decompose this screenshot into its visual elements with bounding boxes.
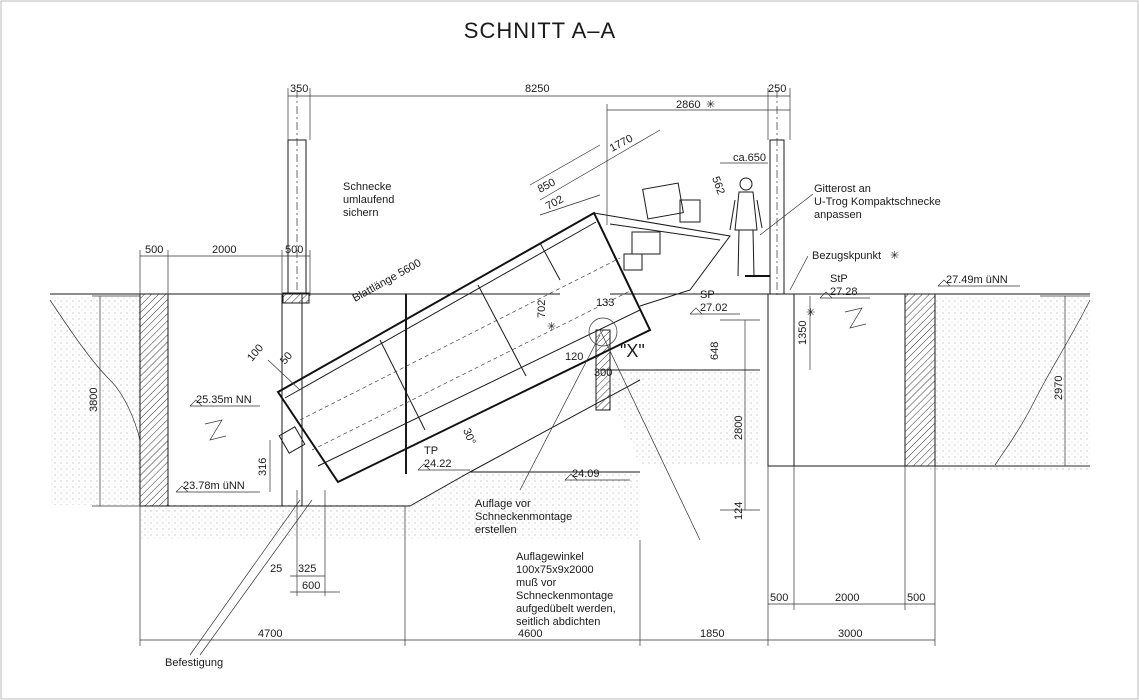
dim-562: 562: [709, 175, 727, 196]
note-schnecke-1: Schnecke: [343, 181, 391, 193]
note-schnecke-2: umlaufend: [343, 194, 394, 206]
dim-left-2000: 2000: [212, 244, 236, 256]
support-block: [595, 329, 611, 411]
dim-8250: 8250: [525, 83, 549, 95]
top-dimension-lines: [139, 88, 791, 391]
dim-1350: 1350: [797, 321, 809, 345]
svg-text:✳: ✳: [547, 321, 556, 333]
pit-wall-3: [405, 294, 407, 474]
note-winkel-3: muß vor: [516, 577, 557, 589]
level-2535: 25.35m NN: [196, 394, 252, 406]
blade-length: Blattlänge 5600: [351, 257, 424, 305]
svg-text:✳: ✳: [806, 307, 815, 319]
dim-right-500a: 500: [770, 592, 788, 604]
dim-3800: 3800: [88, 388, 100, 412]
notes: Schnecke umlaufend sichern Gitterost an …: [165, 181, 941, 669]
note-auflage-1: Auflage vor: [475, 498, 531, 510]
right-pit-wall: [904, 293, 936, 467]
bottom-dimension-lines: [139, 466, 936, 656]
note-auflage-2: Schneckenmontage: [475, 511, 572, 523]
note-winkel-5: aufgedübelt werden,: [516, 603, 616, 615]
level-labels: 25.35m NN 23.78m üNN TP 24.22 24.09 SP 2…: [183, 273, 1008, 492]
tp-label: TP: [424, 445, 438, 457]
dim-350: 350: [290, 83, 308, 95]
note-winkel-4: Schneckenmontage: [516, 590, 613, 602]
dim-2800: 2800: [733, 416, 745, 440]
tp-value: 24.22: [424, 458, 452, 470]
dim-right-2000: 2000: [835, 592, 859, 604]
dim-133: 133: [596, 297, 614, 309]
dim-left-500a: 500: [145, 244, 163, 256]
note-bezugspunkt: Bezugskpunkt: [812, 250, 881, 262]
level-2378: 23.78m üNN: [183, 480, 245, 492]
dim-250: 250: [768, 83, 786, 95]
sp-label: SP: [700, 289, 715, 301]
leader-lines: [519, 193, 814, 541]
dim-3000: 3000: [838, 628, 862, 640]
note-winkel-2: 100x75x9x2000: [516, 564, 594, 576]
note-auflage-3: erstellen: [475, 524, 517, 536]
level-2749: 27.49m üNN: [946, 274, 1008, 286]
note-gitterrost-1: Gitterost an: [814, 183, 871, 195]
dim-124: 124: [733, 502, 745, 520]
dim-1850: 1850: [700, 628, 724, 640]
dim-850: 850: [536, 176, 558, 195]
drawing-title: SCHNITT A–A: [464, 18, 616, 43]
dim-600: 600: [302, 580, 320, 592]
sp-value: 27.02: [700, 302, 728, 314]
dim-120: 120: [565, 351, 583, 363]
operator-figure-icon: [729, 177, 763, 277]
dim-4600: 4600: [518, 628, 542, 640]
dim-300: 300: [594, 367, 612, 379]
dim-2860: 2860: [676, 99, 700, 111]
dim-648: 648: [709, 342, 721, 360]
vertical-dimension-lines: [92, 295, 1090, 511]
note-schnecke-3: sichern: [343, 207, 378, 219]
note-gitterrost-2: U-Trog Kompaktschnecke: [814, 196, 941, 208]
dim-100: 100: [245, 342, 266, 364]
soil-boundary-right: [994, 299, 1091, 466]
dim-right-500b: 500: [907, 592, 925, 604]
svg-text:✳: ✳: [890, 250, 899, 262]
slope-line: [469, 379, 641, 473]
pit-wall-2: [281, 293, 303, 507]
level-markers: [175, 279, 1020, 493]
note-winkel-1: Auflagewinkel: [516, 551, 584, 563]
screw-conveyor: [276, 182, 731, 484]
right-wall-1: [767, 293, 795, 467]
dim-4700: 4700: [258, 628, 282, 640]
dim-702-top: 702: [544, 193, 566, 212]
dim-316: 316: [257, 458, 269, 476]
stp-value: 27.28: [830, 286, 858, 298]
level-2409: 24.09: [572, 468, 600, 480]
left-pit-wall: [139, 293, 169, 507]
dim-25: 25: [270, 563, 282, 575]
note-gitterrost-3: anpassen: [814, 209, 862, 221]
dim-2970: 2970: [1053, 376, 1065, 400]
note-winkel-6: seitlich abdichten: [516, 616, 600, 628]
dim-ca650: ca.650: [733, 152, 766, 164]
dim-left-500b: 500: [285, 244, 303, 256]
dim-50: 50: [278, 350, 295, 367]
dim-702-mid: 702: [536, 300, 548, 318]
dim-1770: 1770: [608, 133, 635, 155]
angle-30: 30°: [460, 427, 477, 447]
soil: [50, 296, 1090, 540]
stp-label: StP: [830, 273, 848, 285]
detail-x-label: "X": [620, 341, 645, 361]
soil-boundary-left: [49, 299, 141, 441]
dim-325: 325: [298, 563, 316, 575]
wall-cap: [282, 292, 310, 304]
svg-text:✳: ✳: [706, 99, 715, 111]
note-befestigung: Befestigung: [165, 657, 223, 669]
